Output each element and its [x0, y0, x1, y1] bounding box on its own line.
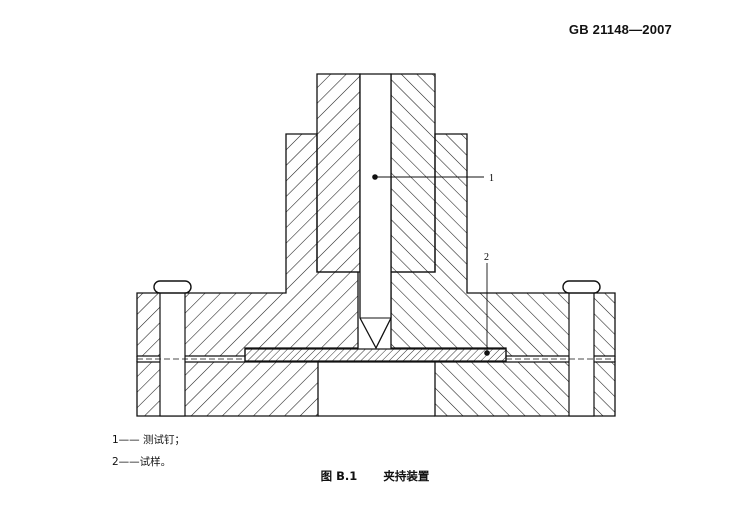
legend: 1—— 测试钉； 2——试样。: [112, 429, 185, 473]
test-nail: [359, 73, 392, 350]
guide-tube-left-section: [316, 73, 361, 273]
callout-1-label: 1: [489, 173, 494, 184]
guide-tube-right-section: [390, 73, 436, 273]
legend-item-test-nail: 1—— 测试钉；: [112, 434, 186, 446]
left-bolt-head: [153, 280, 192, 294]
right-bolt-shank: [568, 289, 595, 417]
figure-number: 图 B.1: [320, 469, 358, 483]
figure-caption: 图 B.1 夹持装置: [0, 468, 750, 484]
right-bolt-head: [562, 280, 601, 294]
specimen: [244, 348, 507, 362]
callout-2-label: 2: [484, 252, 489, 263]
legend-item-specimen: 2——试样。: [112, 456, 172, 468]
figure-title: 夹持装置: [383, 469, 430, 483]
standard-number: GB 21148—2007: [568, 22, 672, 37]
left-bolt-shank: [159, 289, 186, 417]
